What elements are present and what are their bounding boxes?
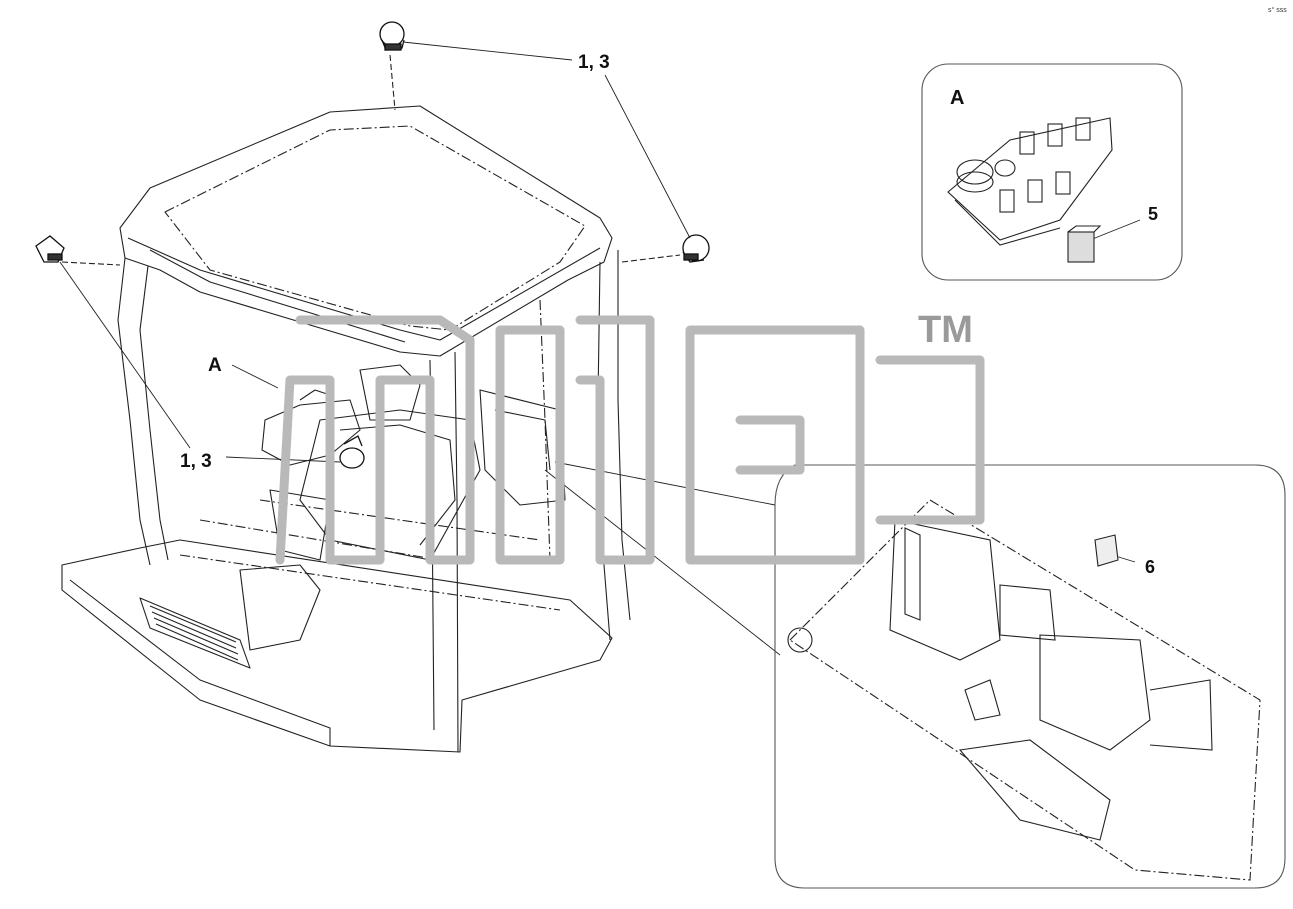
watermark-mark: TM	[918, 309, 973, 351]
callout-top-lamp: 1, 3	[578, 52, 610, 73]
cab-frame	[61, 54, 681, 753]
callout-item-6: 6	[1145, 557, 1155, 577]
switch-panel	[947, 117, 1113, 263]
work-lamp-left	[35, 235, 65, 263]
detail-a-inset	[921, 63, 1183, 281]
watermark-logo: TM	[275, 309, 985, 565]
work-lamp-top	[379, 21, 405, 51]
work-lamp-right	[682, 234, 710, 263]
callout-view-a-pointer: A	[208, 355, 222, 376]
callout-item-5: 5	[1148, 204, 1158, 224]
leader-lines	[59, 41, 1141, 656]
detail-electronics-inset	[774, 464, 1286, 889]
callout-left-lamp: 1, 3	[180, 451, 212, 472]
work-lamp-seat	[339, 435, 365, 469]
corner-tag: s° sss	[1268, 6, 1287, 14]
callout-view-a-title: A	[950, 87, 964, 109]
